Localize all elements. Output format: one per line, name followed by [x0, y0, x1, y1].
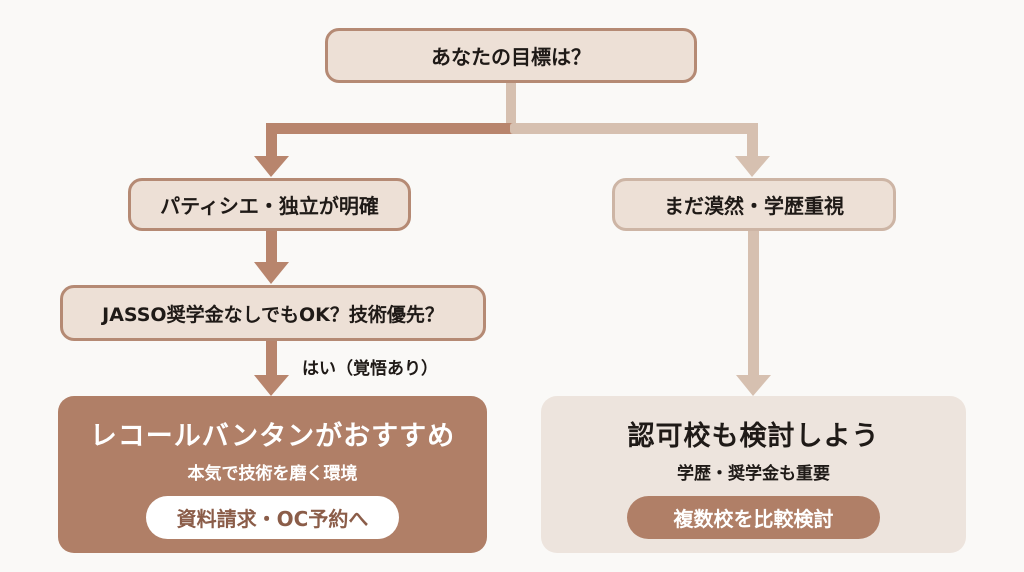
yes-edge-label: はい（覚悟あり） [302, 359, 438, 379]
result-title: 認可校も検討しよう [627, 421, 880, 452]
result-subtitle: 本気で技術を磨く環境 [187, 464, 358, 484]
left-branch-line [266, 123, 516, 134]
jasso-question-label: JASSO奨学金なしでもOK？技術優先？ [102, 303, 444, 326]
right-branch-drop-line [747, 123, 758, 158]
vague-goal-label: まだ漠然・学歴重視 [664, 194, 844, 218]
result-subtitle: 学歴・奨学金も重要 [677, 464, 830, 484]
right-to-result-line [748, 230, 759, 377]
jasso-to-result-arrow [254, 375, 289, 396]
right-branch-arrow [735, 156, 770, 177]
left-to-jasso-arrow [254, 262, 289, 284]
jasso-question-node: JASSO奨学金なしでもOK？技術優先？ [60, 285, 486, 341]
left-to-jasso-line [266, 230, 277, 264]
request-materials-button[interactable]: 資料請求・OC予約へ [146, 496, 399, 539]
compare-schools-button[interactable]: 複数校を比較検討 [627, 496, 880, 539]
left-branch-drop-line [266, 123, 277, 158]
recommend-lecole-vantan-result: レコールバンタンがおすすめ 本気で技術を磨く環境 資料請求・OC予約へ [58, 396, 487, 553]
clear-goal-node: パティシエ・独立が明確 [128, 178, 411, 231]
root-stem-line [506, 82, 516, 126]
jasso-to-result-line [266, 340, 277, 377]
root-question-node: あなたの目標は？ [325, 28, 697, 83]
vague-goal-node: まだ漠然・学歴重視 [612, 178, 896, 231]
right-branch-line [510, 123, 758, 134]
left-branch-arrow [254, 156, 289, 177]
root-question-label: あなたの目標は？ [431, 45, 591, 69]
clear-goal-label: パティシエ・独立が明確 [160, 194, 379, 218]
right-to-result-arrow [736, 375, 771, 396]
consider-accredited-result: 認可校も検討しよう 学歴・奨学金も重要 複数校を比較検討 [541, 396, 966, 553]
result-title: レコールバンタンがおすすめ [89, 421, 456, 452]
